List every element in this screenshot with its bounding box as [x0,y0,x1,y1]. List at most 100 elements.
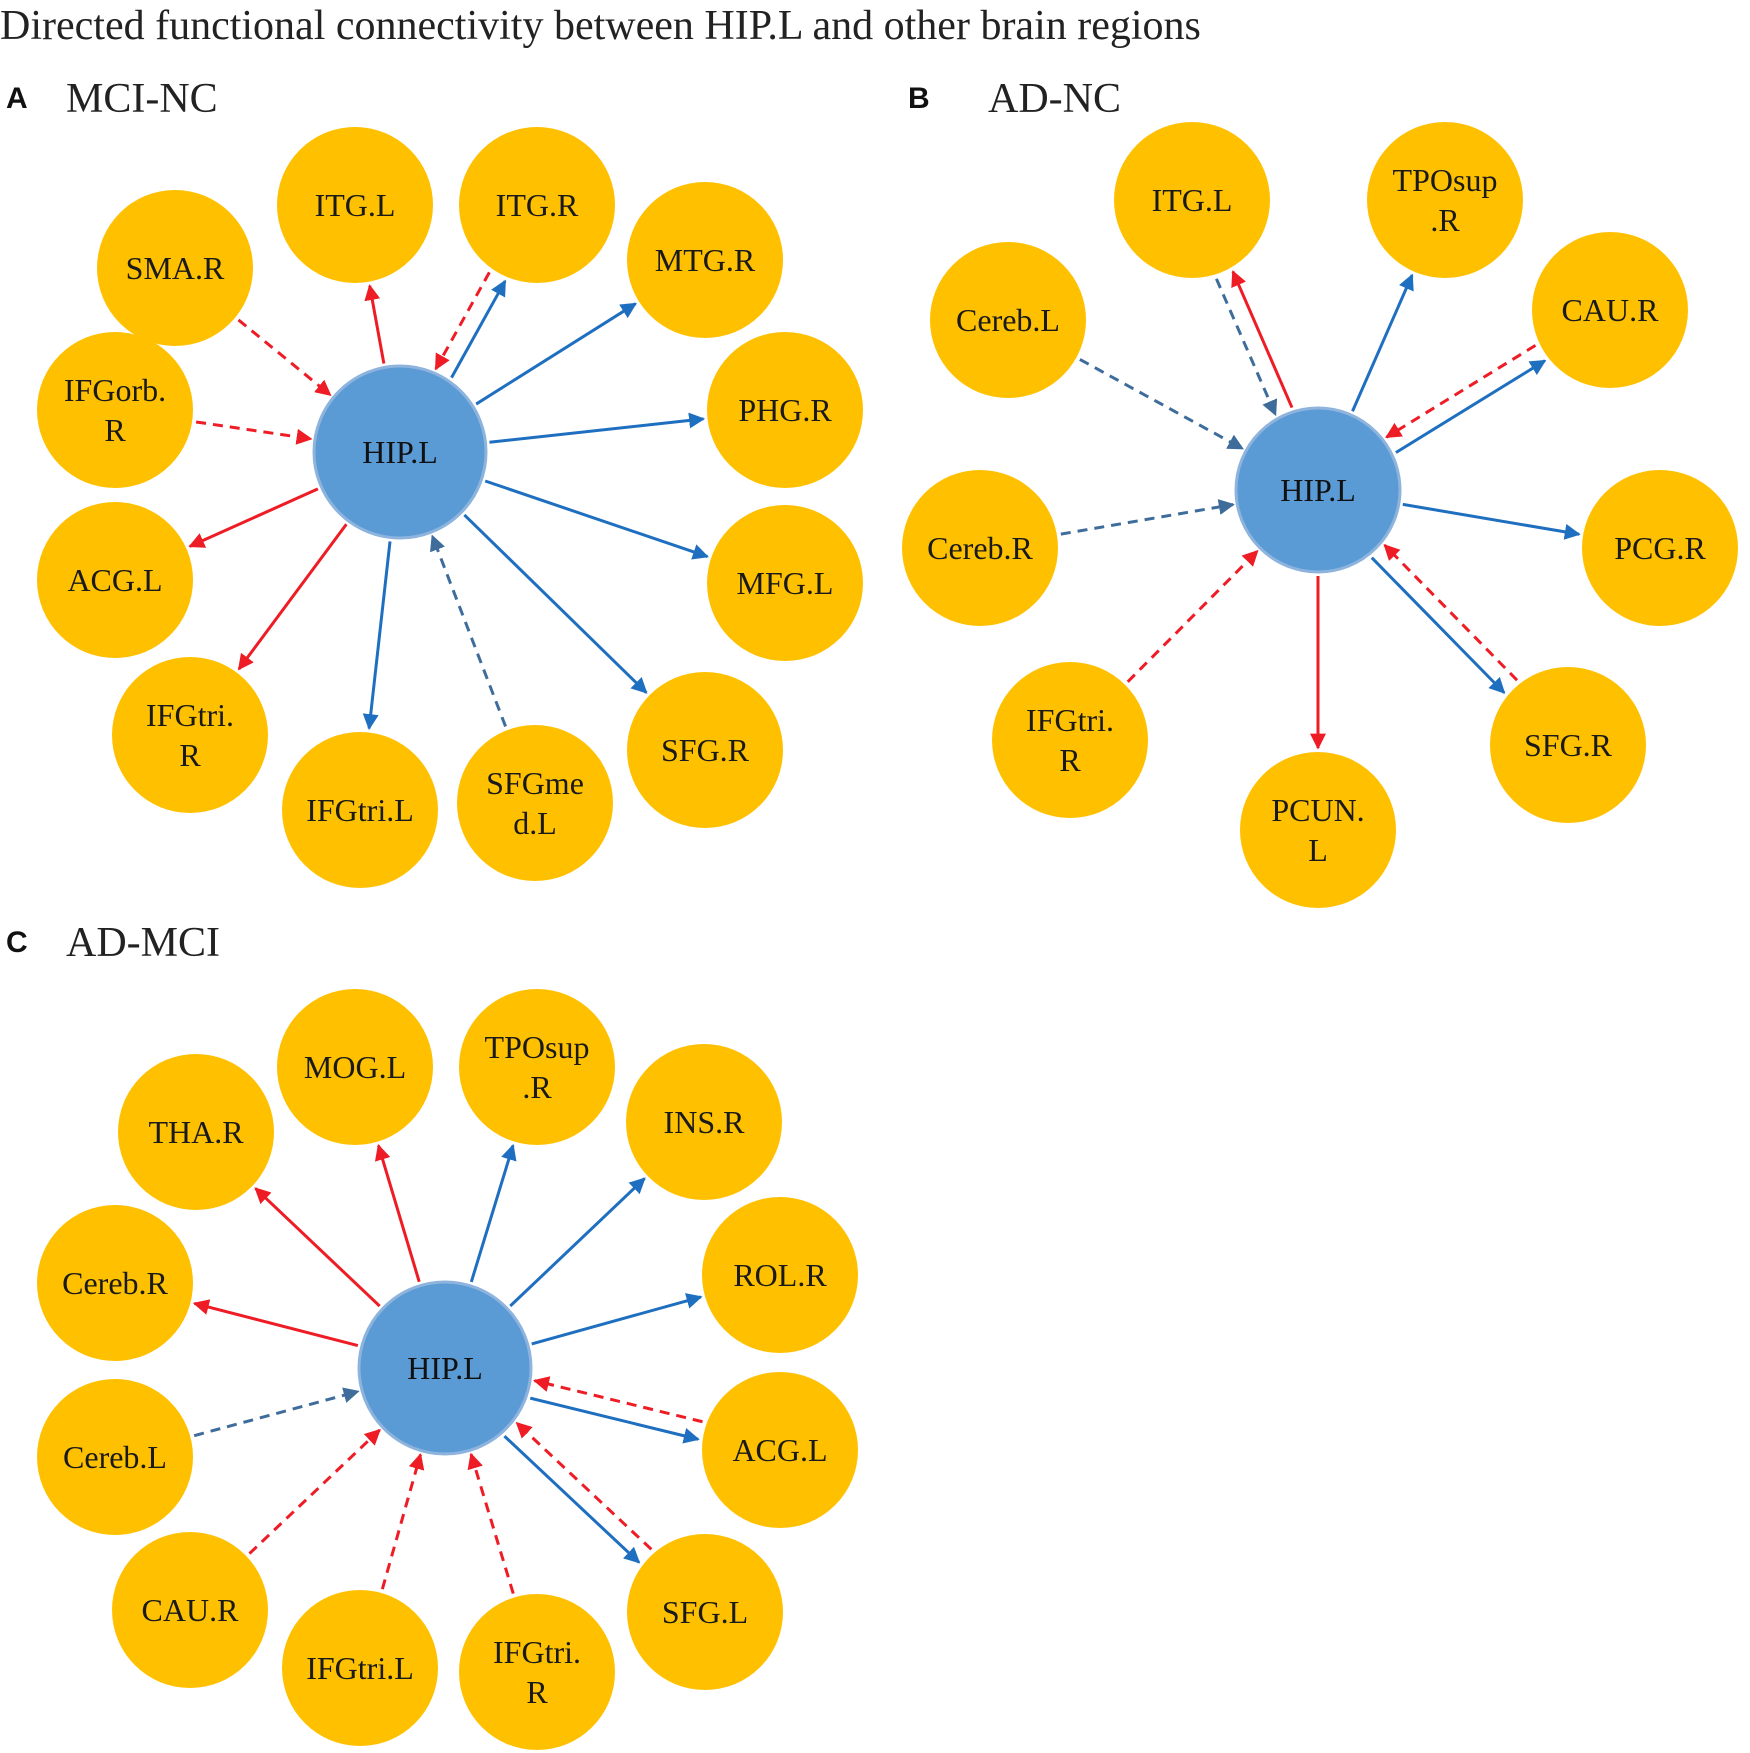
edge-hub-to-tposup-r [1351,273,1414,412]
region-label-line: d.L [513,805,557,841]
region-node-mfg-l [707,505,863,661]
panel-a-letter: A [6,82,28,115]
edge-hub-to-sfg-l [503,1435,641,1564]
edge-cau-r-to-hub [248,1428,381,1555]
edge-acg-l-to-hub [533,1376,703,1424]
region-label-line: IFGtri. [1026,702,1114,738]
region-label-line: SFG.L [662,1594,748,1630]
region-node-ifgtri-l [282,732,438,888]
region-label-line: IFGtri.L [306,792,414,828]
region-label-line: MFG.L [737,565,834,601]
edge-itg-r-to-hub [434,271,491,371]
region-node-mog-l [277,989,433,1145]
hub-label: HIP.L [362,434,438,470]
region-label-ifgtri-r: IFGtri.R [493,1634,581,1710]
hub-label: HIP.L [1280,472,1356,508]
panel-b-name: AD-NC [988,76,1121,122]
edge-hub-to-itg-r [450,279,507,379]
region-node-ifgtri-l [282,1590,438,1746]
region-label-ifgtri-l: IFGtri.L [306,1650,414,1686]
region-label-line: SFG.R [661,732,750,768]
region-label-line: L [1308,832,1328,868]
region-label-line: ACG.L [732,1432,827,1468]
edge-hub-to-phg-r [489,412,706,444]
region-node-sma-r [97,190,253,346]
region-node-ifgtri-r [112,657,268,813]
region-label-line: Cereb.L [956,302,1060,338]
region-node-itg-l [1114,122,1270,278]
hub-label: HIP.L [407,1350,483,1386]
edge-cereb-l-to-hub [1079,358,1244,450]
region-label-line: TPOsup [485,1029,590,1065]
region-label-sma-r: SMA.R [126,250,225,286]
region-node-cau-r [1532,232,1688,388]
edge-hub-to-tposup-r [469,1143,517,1283]
region-label-sfgmed-l: SFGme d.L [486,765,584,841]
edge-hub-to-mtg-r [475,302,637,406]
region-label-line: SFG.R [1524,727,1613,763]
region-label-tha-r: THA.R [148,1114,244,1150]
region-label-line: IFGtri. [146,697,234,733]
region-label-line: THA.R [148,1114,244,1150]
edge-itg-l-to-hub [1215,278,1278,417]
edge-hub-to-mfg-l [484,479,709,560]
region-label-tposup-r: TPOsup .R [485,1029,590,1105]
panel-c-edges [192,1143,703,1594]
panel-c-letter: C [6,926,28,959]
region-label-sfg-l: SFG.L [662,1594,748,1630]
edge-hub-to-itg-l [364,284,386,364]
edge-sfg-l-to-hub [515,1421,653,1551]
edge-ifgtri-r-to-hub [1126,549,1259,683]
region-node-cereb-r [37,1205,193,1361]
region-label-acg-l: ACG.L [67,562,162,598]
edge-hub-to-pcg-r [1402,502,1581,540]
region-node-cau-r [112,1532,268,1688]
edge-ifgtri-r-to-hub [467,1452,515,1594]
region-node-itg-l [277,127,433,283]
region-label-ins-r: INS.R [664,1104,746,1140]
region-label-line: IFGtri.L [306,1650,414,1686]
region-label-pcun-l: PCUN.L [1271,792,1364,868]
region-label-line: PCG.R [1614,530,1706,566]
region-label-line: Cereb.R [62,1265,168,1301]
region-label-itg-l: ITG.L [315,187,396,223]
edge-sfg-r-to-hub [1383,543,1519,682]
panel-c-nodes: THA.R MOG.L TPOsup .R INS.R ROL.R ACG.L SFG.L IF… [37,989,858,1750]
region-node-ifgorb-r [37,332,193,488]
figure-title: Directed functional connectivity between… [0,3,1201,49]
region-label-cereb-r: Cereb.R [927,530,1033,566]
edge-hub-to-itg-l [1231,270,1294,409]
region-node-acg-l [37,502,193,658]
region-node-tposup-r [459,989,615,1145]
region-label-line: Cereb.L [63,1439,167,1475]
panel-b-letter: B [908,82,930,115]
region-label-mtg-r: MTG.R [655,242,756,278]
region-node-rol-r [702,1197,858,1353]
edge-hub-to-acg-l [529,1396,700,1444]
edge-ifgorb-r-to-hub [195,420,313,445]
region-label-ifgorb-r: IFGorb.R [64,372,166,448]
region-label-line: CAU.R [1562,292,1660,328]
region-label-cereb-l: Cereb.L [956,302,1060,338]
edge-hub-to-ifgtri-l [362,541,392,731]
region-label-line: MOG.L [304,1049,406,1085]
region-label-line: IFGtri. [493,1634,581,1670]
region-label-cau-r: CAU.R [142,1592,240,1628]
region-label-rol-r: ROL.R [733,1257,827,1293]
region-label-line: MTG.R [655,242,756,278]
region-label-line: IFGorb. [64,372,166,408]
hub-node [357,1280,533,1456]
edge-hub-to-ifgtri-r [237,523,348,671]
region-label-line: SFGme [486,765,584,801]
edge-cau-r-to-hub [1385,344,1537,439]
region-node-mtg-r [627,182,783,338]
region-label-ifgtri-r: IFGtri.R [146,697,234,773]
region-label-mog-l: MOG.L [304,1049,406,1085]
region-node-cereb-l [930,242,1086,398]
edge-hub-to-cereb-r [192,1299,359,1348]
region-label-line: Cereb.R [927,530,1033,566]
edge-sfgmed-l-to-hub [430,534,507,728]
region-label-line: .R [522,1069,552,1105]
